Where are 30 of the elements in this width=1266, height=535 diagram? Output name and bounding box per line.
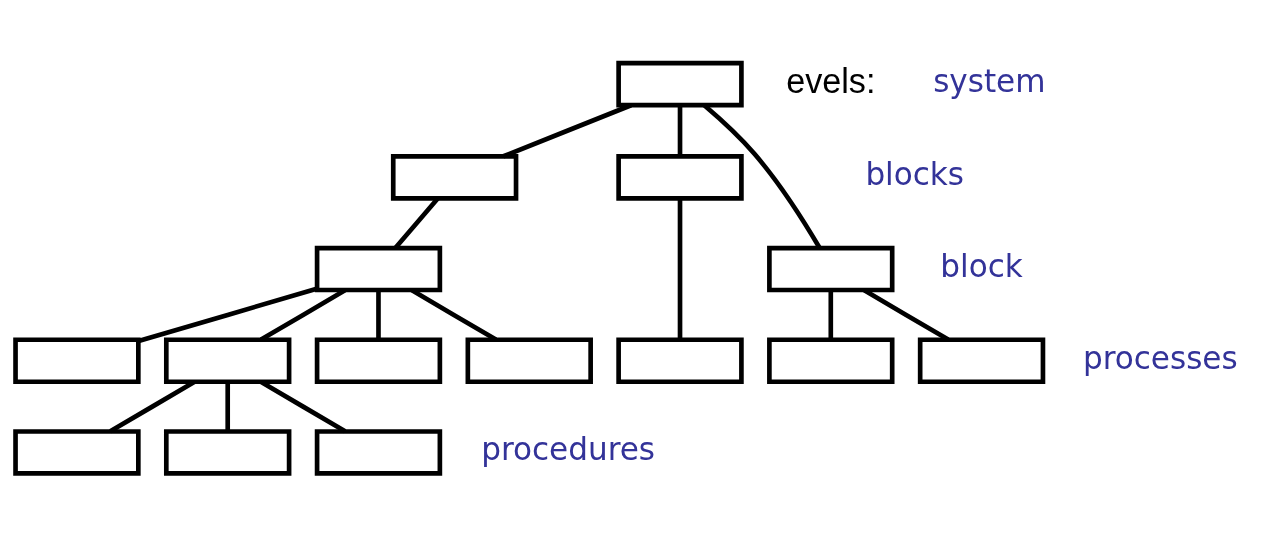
connector <box>260 379 347 434</box>
node-box <box>465 337 593 385</box>
connector <box>109 379 196 434</box>
node-box <box>13 429 141 476</box>
node-box <box>767 337 895 385</box>
label: block <box>940 247 1023 284</box>
connector <box>677 105 683 157</box>
node-box <box>917 337 1046 385</box>
node-box <box>390 154 519 201</box>
connector <box>828 290 834 340</box>
connector <box>137 286 318 344</box>
node-box <box>164 429 292 476</box>
node-box <box>314 429 443 476</box>
connector <box>502 103 632 159</box>
node-box <box>767 245 895 293</box>
node-box <box>616 60 744 108</box>
node-box <box>13 337 141 385</box>
label: evels: <box>786 61 876 100</box>
label: procedures <box>481 431 656 468</box>
label: processes <box>1082 339 1238 376</box>
node-box <box>314 337 443 385</box>
node-box <box>616 337 744 385</box>
node-box <box>164 337 292 385</box>
connector <box>225 382 231 432</box>
node-box <box>616 154 744 201</box>
node-box <box>314 245 443 293</box>
label: system <box>933 62 1046 99</box>
connector <box>376 290 381 340</box>
connector <box>677 198 683 340</box>
label: blocks <box>865 156 965 193</box>
